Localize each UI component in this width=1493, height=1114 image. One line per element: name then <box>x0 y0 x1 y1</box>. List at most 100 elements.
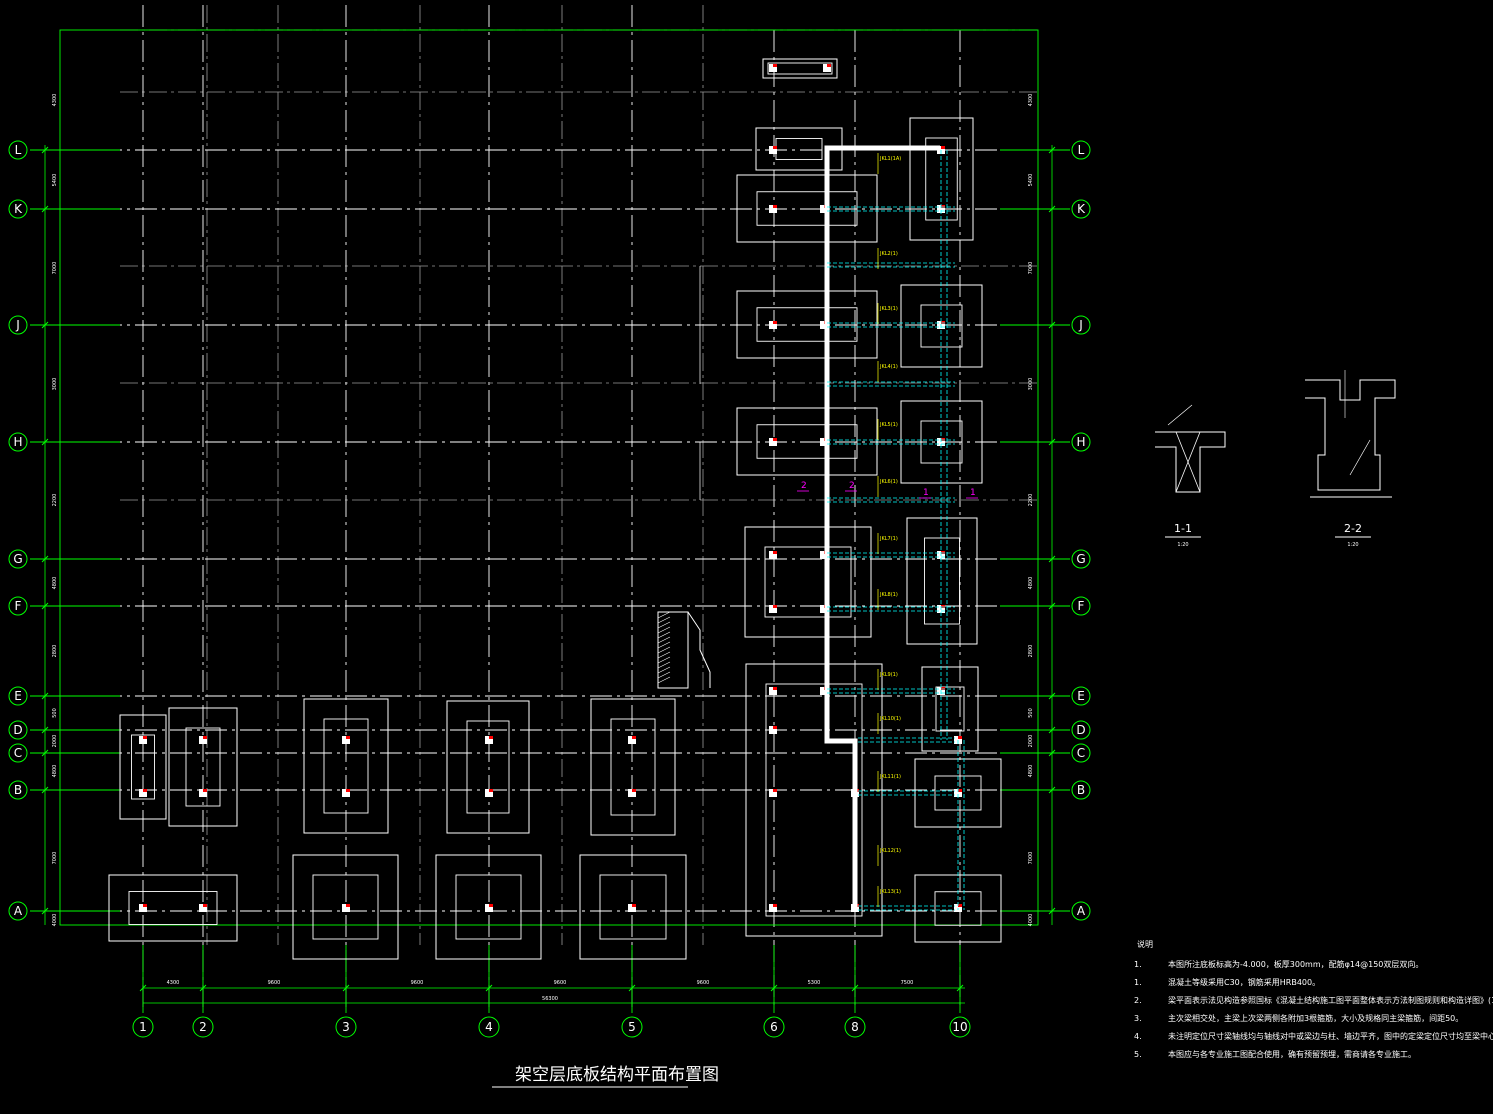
column-12 <box>342 904 350 912</box>
dim-right-label-2: 7000 <box>1028 262 1034 275</box>
dim-tick-right-9 <box>1048 786 1056 794</box>
axis-label-col-8: 8 <box>851 1020 859 1034</box>
beam-tag-5: JKL6(1) <box>879 479 898 485</box>
column-2 <box>199 736 207 744</box>
beam-tag-4: JKL5(1) <box>879 422 898 428</box>
axis-label-A-left: A <box>14 904 23 918</box>
stair-hatch-12 <box>657 671 671 679</box>
axis-bubble-A-left <box>8 901 28 921</box>
dim-tick-right-5 <box>1048 602 1056 610</box>
stair-hatch-6 <box>657 641 671 649</box>
axis-bubble-K-right <box>1071 199 1091 219</box>
axis-bubble-B-left <box>8 780 28 800</box>
axis-label-B-right: B <box>1077 783 1085 797</box>
section-mark-3: 1 <box>970 488 976 498</box>
column-mark-34 <box>941 205 945 208</box>
axis-bubble-K-left <box>8 199 28 219</box>
dim-tick-right-1 <box>1048 205 1056 213</box>
dim-tick-7 <box>956 984 964 992</box>
beam-tag-11: JKL12(1) <box>879 848 901 854</box>
dim-bottom-label-0: 4300 <box>167 980 180 986</box>
footing-inner-11 <box>756 424 858 459</box>
footing-outer-0 <box>119 714 167 820</box>
column-mark-10 <box>143 904 147 907</box>
beam-tag-1: JKL2(1) <box>879 251 898 257</box>
footing-inner-20 <box>775 138 823 160</box>
axis-bubble-E-left <box>8 686 28 706</box>
section-scale-1: 1:20 <box>1347 542 1358 548</box>
column-mark-43 <box>773 64 777 67</box>
column-15 <box>769 146 777 154</box>
dim-left-label-3: 3000 <box>52 378 58 391</box>
dim-tick-right-10 <box>1048 907 1056 915</box>
grid-lines <box>30 5 1070 1013</box>
dim-right-label-10: 7000 <box>1028 852 1034 865</box>
axis-label-G-right: G <box>1076 552 1085 566</box>
column-mark-15 <box>773 146 777 149</box>
footing-outer-21 <box>921 666 979 752</box>
axis-label-col-3: 3 <box>342 1020 350 1034</box>
dim-tick-left-5 <box>41 602 49 610</box>
footing-inner-15 <box>920 304 963 348</box>
footing-inner-6 <box>312 874 379 940</box>
note-num-3: 3. <box>1134 1014 1142 1023</box>
dim-tick-4 <box>628 984 636 992</box>
axis-bubble-col-8 <box>844 1016 866 1038</box>
dim-tick-left-3 <box>41 438 49 446</box>
axis-label-A-right: A <box>1077 904 1086 918</box>
footing-inner-4 <box>610 718 656 816</box>
axis-bubble-A-right <box>1071 901 1091 921</box>
dim-tick-1 <box>199 984 207 992</box>
axis-label-C-right: C <box>1077 746 1085 760</box>
axis-label-col-5: 5 <box>628 1020 636 1034</box>
column-41 <box>954 789 962 797</box>
column-20 <box>769 605 777 613</box>
stair-wall-outline <box>657 611 689 689</box>
stair-edge <box>687 611 711 688</box>
dim-tick-left-1 <box>41 205 49 213</box>
column-43 <box>769 64 777 72</box>
footing-inner-2 <box>323 718 369 814</box>
column-mark-0 <box>143 736 147 739</box>
footing-outer-8 <box>579 854 687 960</box>
column-mark-38 <box>941 605 945 608</box>
column-mark-35 <box>941 321 945 324</box>
axis-label-col-10: 10 <box>952 1020 967 1034</box>
footing-outer-3 <box>446 700 530 834</box>
column-16 <box>769 205 777 213</box>
axis-label-C-left: C <box>14 746 22 760</box>
axis-bubble-J-left <box>8 315 28 335</box>
column-17 <box>769 321 777 329</box>
column-18 <box>769 438 777 446</box>
dim-tick-right-7 <box>1048 726 1056 734</box>
axis-label-L-right: L <box>1078 143 1085 157</box>
dim-outer-frame <box>59 29 1039 926</box>
column-mark-42 <box>958 904 962 907</box>
dim-left-label-6: 2800 <box>52 645 58 658</box>
footing-outer-7 <box>435 854 542 960</box>
stair-hatch-0 <box>657 611 671 619</box>
column-mark-24 <box>773 904 777 907</box>
column-14 <box>628 904 636 912</box>
section-label-1: 2-2 <box>1344 522 1362 535</box>
dim-tick-5 <box>770 984 778 992</box>
dim-tick-2 <box>342 984 350 992</box>
column-44 <box>823 64 831 72</box>
note-num-5: 5. <box>1134 1050 1142 1059</box>
beam-tag-12: JKL13(1) <box>879 889 901 895</box>
dim-bottom-label-5: 5300 <box>808 980 821 986</box>
axis-label-col-4: 4 <box>485 1020 493 1034</box>
dim-tick-left-7 <box>41 726 49 734</box>
axis-bubble-col-2 <box>192 1016 214 1038</box>
note-text-2: 梁平面表示法见构造参照国标《混凝土结构施工图平面整体表示方法制图规则和构造详图》… <box>1168 995 1493 1005</box>
beam-tag-6: JKL7(1) <box>879 536 898 542</box>
axis-label-E-left: E <box>14 689 22 703</box>
note-num-1: 1. <box>1134 978 1142 987</box>
axis-label-D-right: D <box>1076 723 1085 737</box>
footing-outer-9 <box>736 174 878 243</box>
column-5 <box>342 789 350 797</box>
dim-left-label-2: 7000 <box>52 262 58 275</box>
